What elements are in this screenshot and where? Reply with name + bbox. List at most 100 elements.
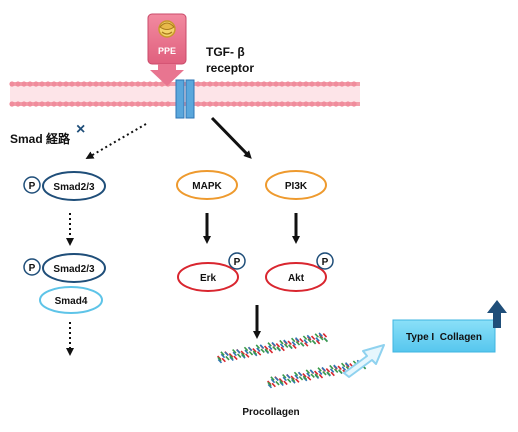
helix-strand-segment [256,347,261,353]
lipid-head [129,81,135,87]
helix-strand-segment [333,364,338,370]
lipid-head [231,101,237,107]
helix-strand-segment [315,339,321,345]
lipid-head [303,101,309,107]
lipid-head [195,101,201,107]
lipid-head [249,81,255,87]
lipid-head [21,81,27,87]
helix-strand-segment [290,375,295,381]
lipid-head [39,81,45,87]
helix-strand-segment [259,344,265,349]
helix-strand-segment [341,366,347,371]
lipid-head [63,101,69,107]
to-collagen-arrow [343,344,385,378]
helix-strand-segment [275,380,280,386]
helix-strand-segment [221,357,226,363]
lipid-head [33,81,39,87]
lipid-head [147,101,153,107]
lipid-head [285,101,291,107]
lipid-head [315,81,321,87]
lipid-head [135,81,141,87]
lipid-head [339,81,345,87]
helix-strand-segment [240,352,246,358]
receptor-label-line1: TGF- β [206,45,245,59]
lipid-head [297,101,303,107]
lipid-head [147,81,153,87]
helix-strand-segment [306,334,312,340]
lipid-head [93,81,99,87]
lipid-head [99,101,105,107]
lipid-head [279,101,285,107]
helix-strand-segment [333,368,339,374]
lipid-head [45,81,51,87]
smad-pathway-label: Smad 経路 [10,131,71,146]
helix-strand-segment [256,351,262,356]
lipid-head [57,101,63,107]
lipid-head [159,101,165,107]
lipid-head [261,81,267,87]
helix-strand-segment [283,339,288,345]
lipid-head [39,101,45,107]
lipid-head [231,81,237,87]
lipid-head [153,101,159,107]
pi3k-node: PI3K [265,170,327,200]
helix-strand-segment [292,344,297,349]
phospho-badge: P [23,176,41,194]
helix-strand-segment [317,367,322,372]
smad23-top-node: Smad2/3 [42,171,106,201]
helix-strand-segment [232,351,237,357]
lipid-head [327,101,333,107]
lipid-head [141,101,147,107]
lipid-head [81,101,87,107]
lipid-head [345,101,351,107]
phospho-badge: P [316,252,334,270]
lipid-head [51,101,57,107]
helix-strand-segment [340,362,346,368]
helix-strand-segment [286,374,291,379]
lipid-head [219,81,225,87]
lipid-head [225,101,231,107]
helix-strand-segment [237,353,242,358]
lipid-head [27,101,33,107]
helix-strand-segment [268,345,273,350]
lipid-head [315,101,321,107]
helix-strand-segment [299,342,305,347]
helix-strand-segment [304,342,309,347]
helix-strand-segment [310,335,316,341]
lipid-head [105,81,111,87]
lipid-head [267,101,273,107]
helix-strand-segment [279,379,284,385]
phospho-label: P [234,257,241,268]
lipid-head [9,101,15,107]
lipid-head [213,81,219,87]
helix-strand-segment [267,381,272,387]
helix-strand-segment [243,346,249,352]
lipid-head [321,101,327,107]
lipid-head [243,101,249,107]
ppe-molecule-icon [158,20,176,38]
mapk-label: MAPK [192,181,222,192]
lipid-head [135,101,141,107]
mapk-pi3k-arrow [210,116,252,159]
helix-strand-segment [306,376,312,381]
lipid-head [297,81,303,87]
helix-strand-segment [245,353,250,358]
helix-strand-segment [288,344,293,349]
helix-strand-segment [248,350,254,356]
lipid-head [165,101,171,107]
lipid-head [153,81,159,87]
helix-strand-segment [279,381,284,387]
helix-strand-segment [299,338,304,343]
helix-strand-segment [318,332,323,337]
helix-strand-segment [337,365,342,371]
lipid-head [345,81,351,87]
lipid-head [213,101,219,107]
helix-strand-segment [275,342,281,348]
helix-strand-segment [329,368,335,373]
helix-strand-segment [280,346,285,352]
lipid-head [69,101,75,107]
helix-strand-segment [283,380,288,386]
smad4-node: Smad4 [39,286,103,314]
lipid-head [255,81,261,87]
lipid-head [57,81,63,87]
